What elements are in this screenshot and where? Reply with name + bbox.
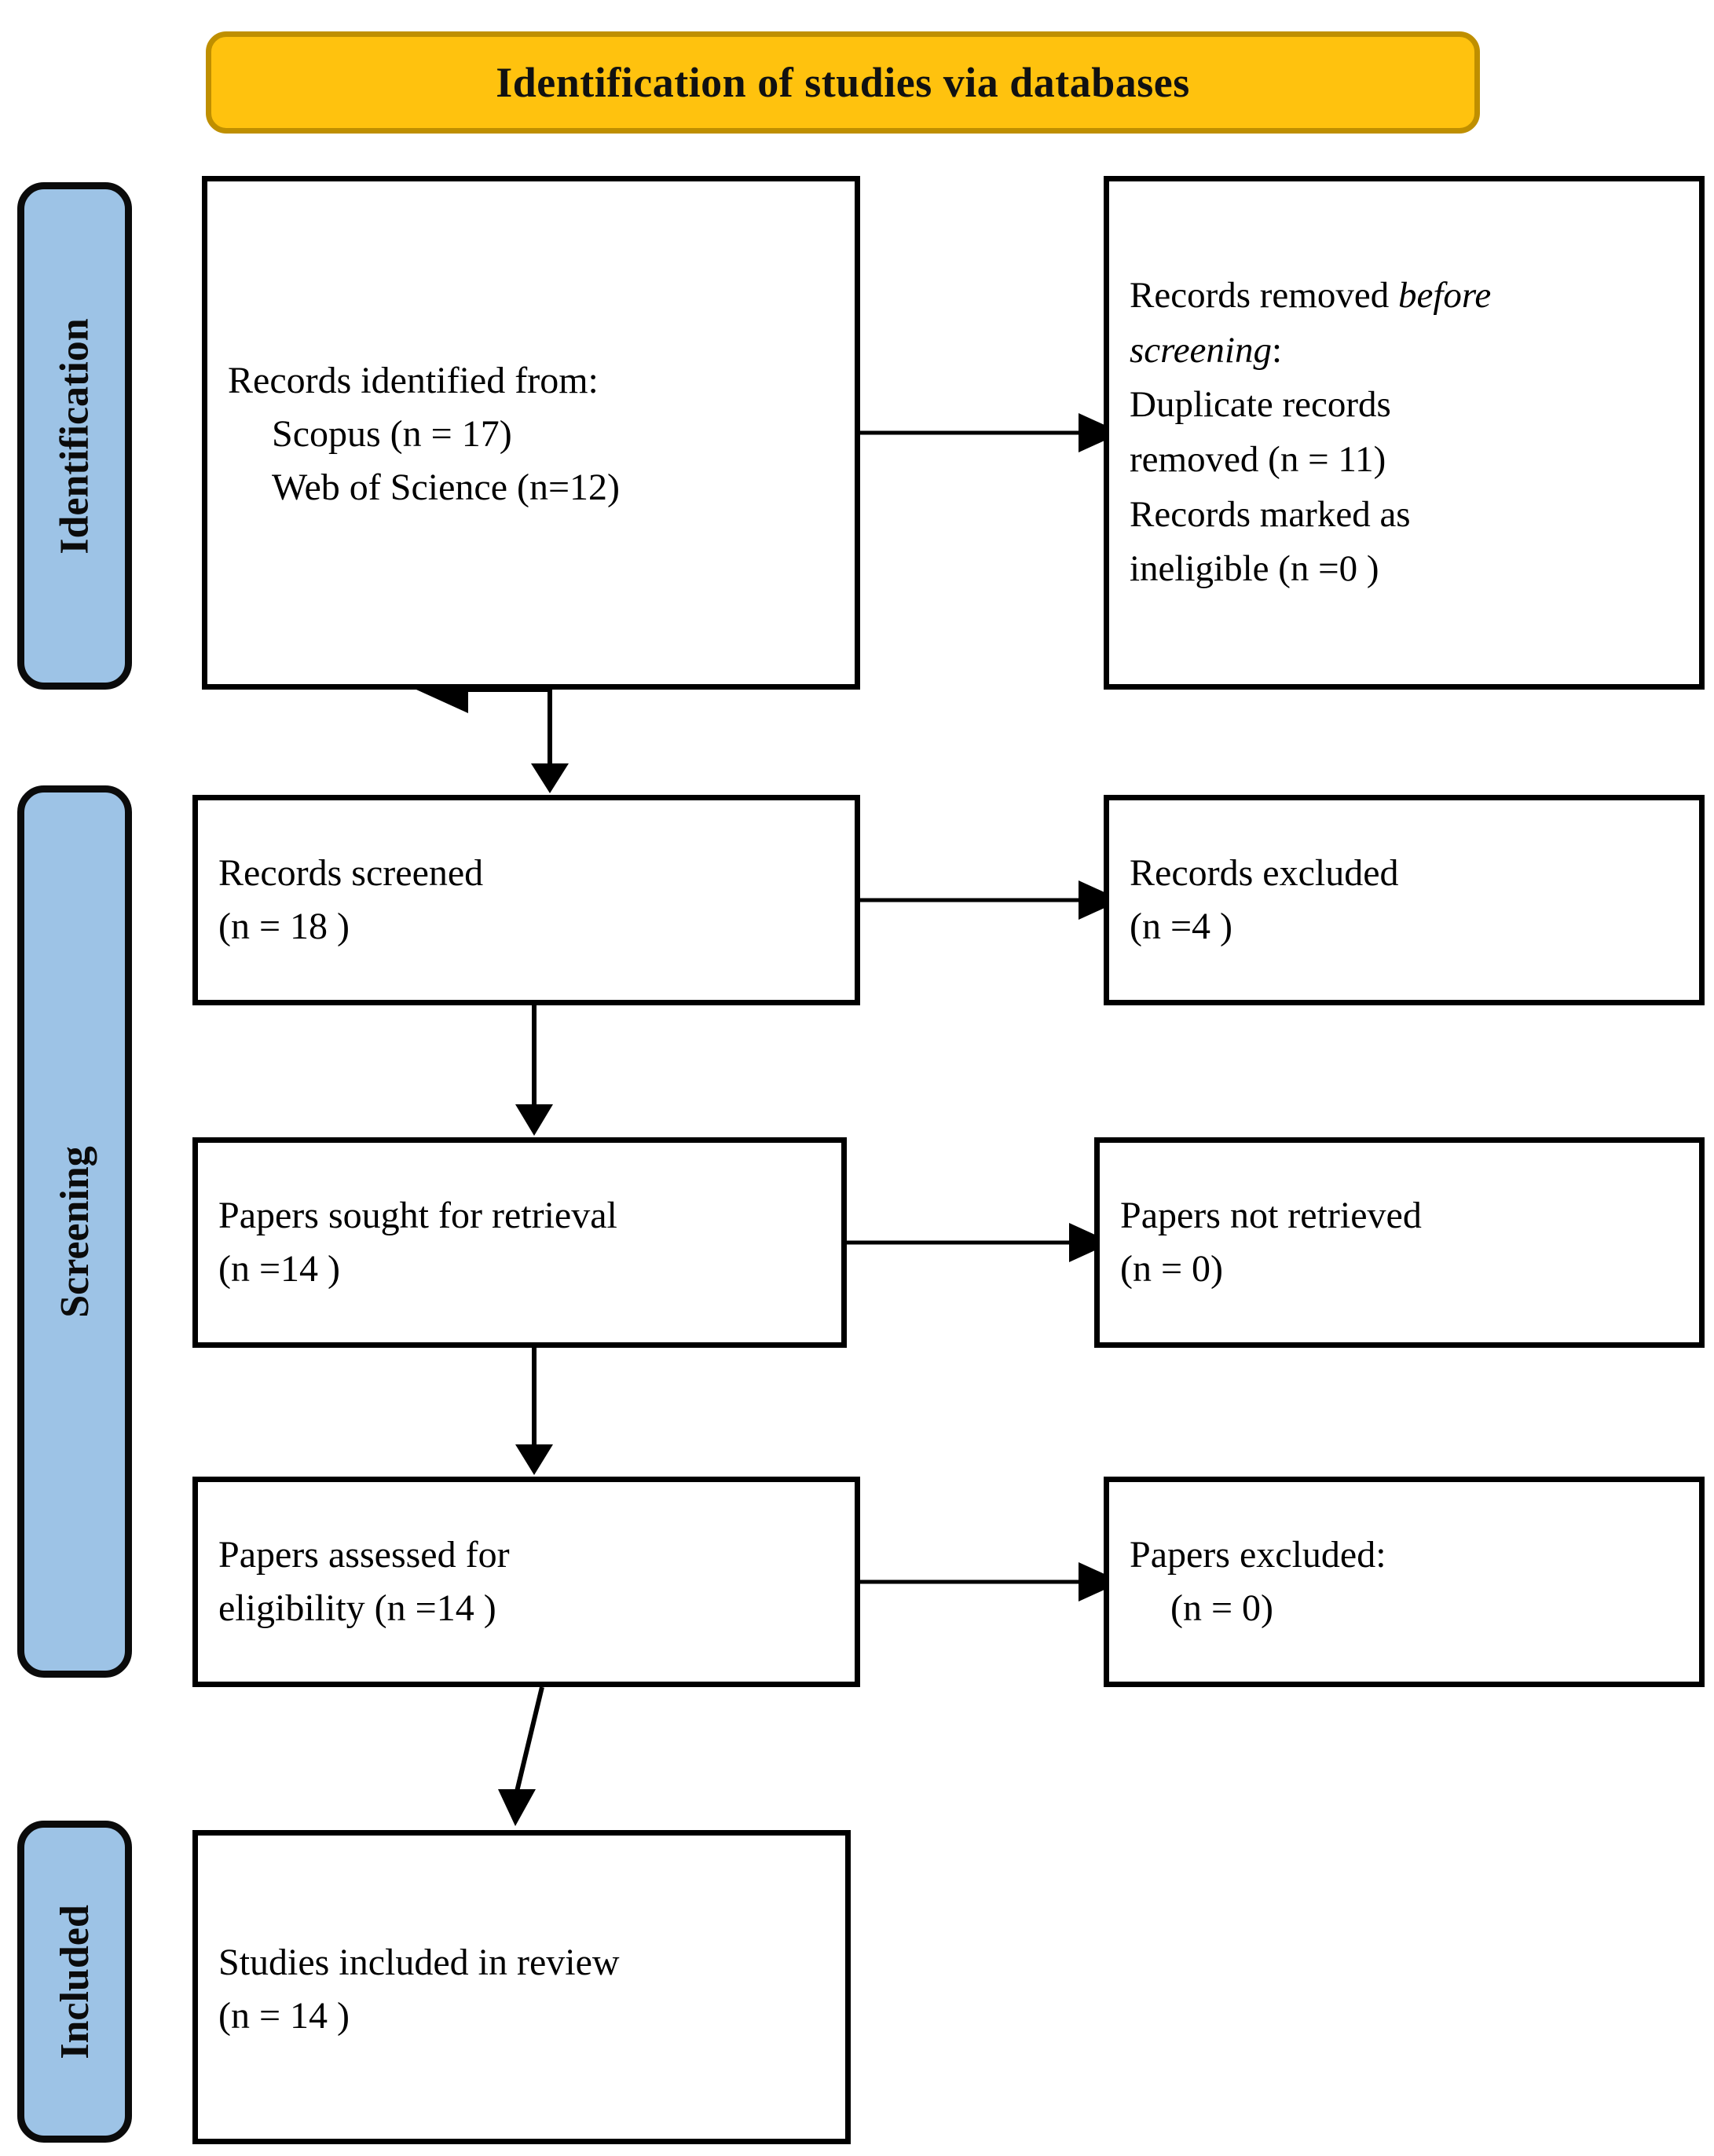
arrow-identified-to-screened [416, 666, 569, 793]
box-papers-excluded-body: Papers excluded: (n = 0) [1109, 1528, 1699, 1635]
records-removed-line-1-text: Records removed [1130, 275, 1398, 317]
records-excluded-label: Records excluded [1130, 851, 1399, 894]
papers-sought-label: Papers sought for retrieval [218, 1194, 617, 1236]
box-records-excluded-body: Records excluded (n =4 ) [1109, 847, 1699, 954]
papers-sought-count: (n =14 ) [218, 1248, 341, 1290]
studies-included-label: Studies included in review [218, 1941, 620, 1983]
records-removed-duplicate-line-1: Duplicate records [1130, 384, 1391, 426]
papers-not-retrieved-label: Papers not retrieved [1120, 1194, 1422, 1236]
phase-label-screening: Screening [17, 785, 132, 1678]
arrow-assessed-to-included [498, 1686, 544, 1826]
box-records-identified-body: Records identified from: Scopus (n = 17)… [207, 351, 855, 514]
papers-assessed-label: Papers assessed for [218, 1533, 510, 1576]
box-studies-included-in-review: Studies included in review (n = 14 ) [192, 1830, 851, 2144]
box-records-removed-body: Records removed before screening: Duplic… [1109, 269, 1699, 596]
box-papers-excluded: Papers excluded: (n = 0) [1104, 1477, 1705, 1687]
records-removed-line-1: Records removed before [1130, 269, 1679, 324]
records-excluded-count: (n =4 ) [1130, 906, 1233, 947]
records-removed-before-emphasis: before [1397, 275, 1492, 317]
box-records-screened: Records screened (n = 18 ) [192, 795, 860, 1005]
arrow-screened-to-sought [515, 1005, 553, 1136]
records-removed-line-2-colon: : [1271, 329, 1283, 371]
box-records-excluded: Records excluded (n =4 ) [1104, 795, 1705, 1005]
phase-label-screening-text: Screening [52, 1145, 97, 1318]
studies-included-count: (n = 14 ) [218, 1995, 350, 2037]
papers-not-retrieved-count: (n = 0) [1120, 1248, 1224, 1290]
phase-label-identification-text: Identification [52, 317, 97, 555]
records-screened-label: Records screened [218, 851, 484, 894]
box-papers-assessed-body: Papers assessed for eligibility (n =14 ) [198, 1528, 855, 1635]
records-removed-ineligible-line-2: ineligible (n =0 ) [1130, 548, 1379, 590]
papers-assessed-count: eligibility (n =14 ) [218, 1587, 496, 1629]
box-papers-not-retrieved-body: Papers not retrieved (n = 0) [1100, 1189, 1699, 1296]
box-papers-sought-for-retrieval: Papers sought for retrieval (n =14 ) [192, 1137, 847, 1348]
box-records-identified: Records identified from: Scopus (n = 17)… [202, 176, 860, 690]
records-removed-duplicate-line-2: removed (n = 11) [1130, 439, 1386, 480]
papers-excluded-label: Papers excluded: [1130, 1533, 1386, 1576]
phase-label-identification: Identification [17, 182, 132, 690]
records-identified-scopus: Scopus (n = 17) [272, 412, 512, 455]
box-studies-included-body: Studies included in review (n = 14 ) [198, 1931, 845, 2043]
records-screened-count: (n = 18 ) [218, 906, 350, 947]
box-records-screened-body: Records screened (n = 18 ) [198, 847, 855, 954]
records-identified-web-of-science: Web of Science (n=12) [272, 467, 621, 509]
banner-title: Identification of studies via databases [496, 59, 1190, 106]
box-papers-assessed-for-eligibility: Papers assessed for eligibility (n =14 ) [192, 1477, 860, 1687]
records-removed-line-2: screening: [1130, 324, 1679, 379]
diagram-header-banner: Identification of studies via databases [206, 31, 1480, 134]
arrow-sought-to-assessed [515, 1348, 553, 1475]
phase-label-included: Included [17, 1821, 132, 2143]
records-identified-line-1: Records identified from: [228, 359, 599, 401]
papers-excluded-count: (n = 0) [1170, 1587, 1274, 1629]
box-papers-not-retrieved: Papers not retrieved (n = 0) [1094, 1137, 1705, 1348]
records-removed-ineligible-line-1: Records marked as [1130, 493, 1411, 535]
records-removed-screening-emphasis: screening [1130, 329, 1272, 371]
phase-label-included-text: Included [52, 1904, 97, 2059]
box-papers-sought-body: Papers sought for retrieval (n =14 ) [198, 1189, 841, 1296]
box-records-removed-before-screening: Records removed before screening: Duplic… [1104, 176, 1705, 690]
